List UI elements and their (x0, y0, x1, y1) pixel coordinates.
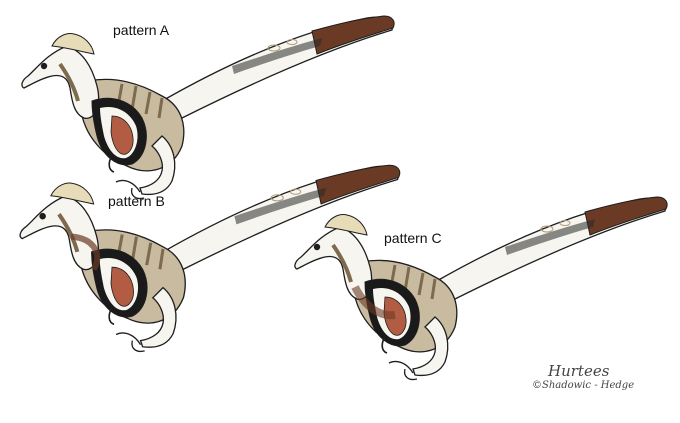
label-pattern-b: pattern B (108, 193, 165, 209)
raptor-pattern-a (19, 14, 397, 201)
signature-credit: ©Shadowic - Hedge (532, 380, 635, 391)
raptor-pattern-c (292, 195, 670, 382)
label-pattern-c: pattern C (384, 230, 442, 246)
raptor-pattern-b (20, 165, 400, 351)
label-pattern-a: pattern A (113, 22, 170, 38)
signature-name: Hurtees (548, 362, 610, 380)
